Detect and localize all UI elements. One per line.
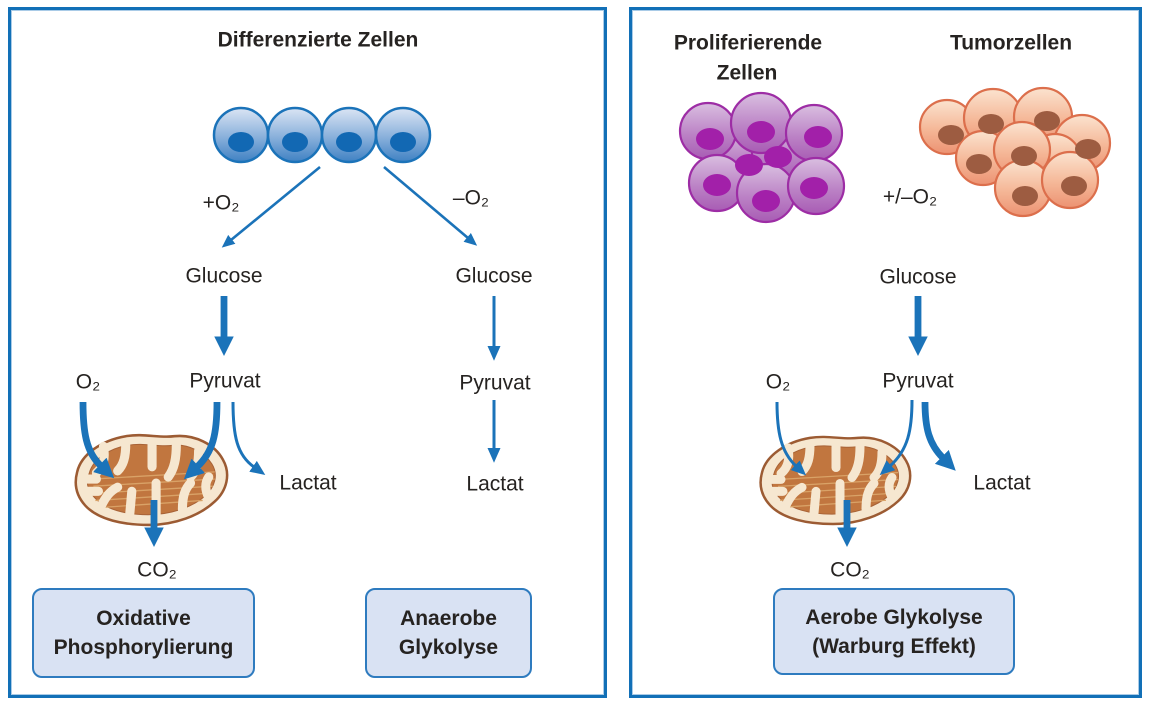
label-minus-o2: –O₂ <box>452 186 490 210</box>
right-panel-title-proliferating-line1: Proliferierende <box>673 31 823 55</box>
left-panel-title: Differenzierte Zellen <box>217 28 419 52</box>
tumor-cells-illustration <box>918 86 1112 218</box>
arrow-branch-anaerobic <box>383 166 478 246</box>
label-lactat-right: Lactat <box>973 471 1031 495</box>
outcome-text-line1: Oxidative <box>96 607 191 630</box>
label-pyruvat-aerobic: Pyruvat <box>189 369 261 393</box>
label-lactat-anaerobic: Lactat <box>466 472 524 496</box>
arrow-branch-aerobic <box>221 165 321 248</box>
arrow-o2-into-mitochondrion-right <box>775 401 807 476</box>
outcome-text-line2: Phosphorylierung <box>53 636 234 659</box>
differentiated-cells-panel <box>8 7 607 698</box>
proliferating-tumor-cells-panel <box>629 7 1142 698</box>
arrow-pyruvat-lactat-thick-right <box>921 401 956 471</box>
right-panel-title-proliferating-line2: Zellen <box>716 61 778 85</box>
outcome-text-line2: Glykolyse <box>398 636 499 659</box>
outcome-text-line1: Anaerobe <box>400 607 497 630</box>
label-o2-right: O₂ <box>765 370 791 394</box>
outcome-box-aerobe-glykolyse: Aerobe Glykolyse (Warburg Effekt) <box>773 588 1015 675</box>
arrow-pyruvat-lactat-thin-left <box>231 401 266 475</box>
label-pyruvat-anaerobic: Pyruvat <box>459 371 531 395</box>
arrow-pyruvat-into-mitochondrion-left <box>183 401 221 480</box>
proliferating-cells-illustration <box>678 91 846 224</box>
label-glucose-anaerobic: Glucose <box>455 264 533 288</box>
outcome-text-line1: Aerobe Glykolyse <box>805 605 983 629</box>
label-glucose-right: Glucose <box>879 265 957 289</box>
label-plus-minus-o2: +/–O₂ <box>882 185 938 209</box>
differentiated-cells-illustration <box>212 106 432 164</box>
outcome-text-line2: (Warburg Effekt) <box>812 634 976 658</box>
label-o2-aerobic: O₂ <box>75 370 101 394</box>
label-pyruvat-right: Pyruvat <box>882 369 954 393</box>
outcome-box-oxidative-phosphorylierung: Oxidative Phosphorylierung <box>32 588 255 678</box>
label-glucose-aerobic: Glucose <box>185 264 263 288</box>
flow-arrows <box>79 165 956 548</box>
label-co2-right: CO₂ <box>830 558 870 582</box>
arrow-o2-into-mitochondrion-left <box>79 401 115 479</box>
label-co2-left: CO₂ <box>137 558 177 582</box>
label-lactat-aerobic: Lactat <box>279 471 337 495</box>
arrow-pyruvat-into-mitochondrion-right <box>879 399 914 476</box>
label-plus-o2: +O₂ <box>202 191 240 215</box>
right-panel-title-tumor: Tumorzellen <box>949 31 1073 55</box>
outcome-box-anaerobe-glykolyse: Anaerobe Glykolyse <box>365 588 532 678</box>
